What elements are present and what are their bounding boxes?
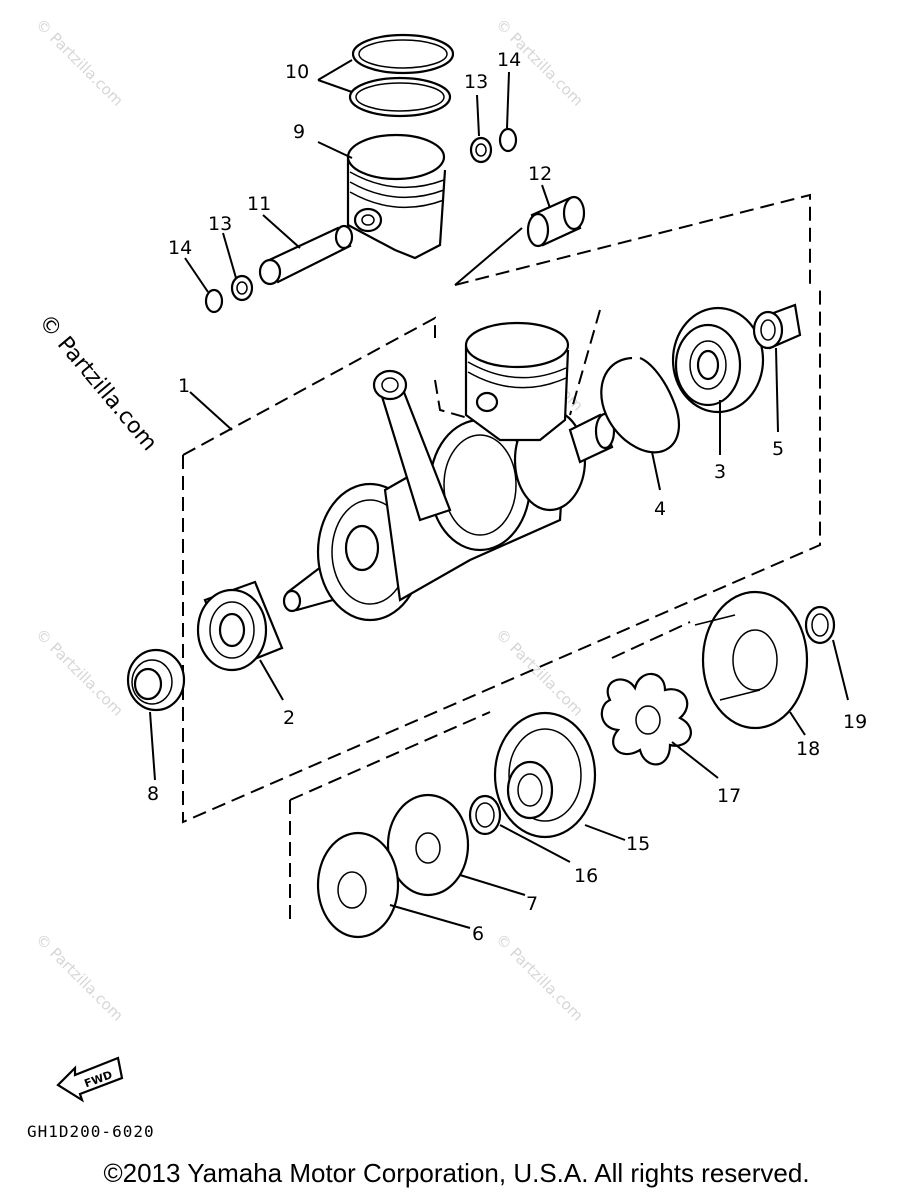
circlip-4 [600,356,681,454]
callout-18: 18 [796,738,820,760]
piston-pin [258,224,354,286]
watermark: © Partzilla.com [492,625,587,720]
group-outlines [182,193,821,925]
callout-13b: 13 [464,71,488,93]
callout-16: 16 [574,865,598,887]
piston-rings [348,33,455,118]
callout-9: 9 [293,121,305,143]
bearing-2 [196,580,284,672]
callout-numbers: 10 9 11 13 14 13 14 12 1 4 3 5 2 8 19 18… [147,49,867,945]
copyright-notice: ©2013 Yamaha Motor Corporation, U.S.A. A… [103,1158,810,1188]
callout-2: 2 [283,707,295,729]
diagram-code: GH1D200-6020 [27,1122,155,1141]
needle-bearing [526,195,586,248]
fwd-arrow: FWD [56,1056,124,1103]
callout-5: 5 [772,438,784,460]
callout-10: 10 [285,61,309,83]
callout-17: 17 [717,785,741,807]
callout-7: 7 [526,893,538,915]
leader-lines [149,59,849,929]
watermark-dark: © Partzilla.com [33,310,161,456]
bushing-5 [752,303,802,350]
callout-13a: 13 [208,213,232,235]
watermark: © Partzilla.com [32,15,127,110]
bearing-3 [671,306,765,414]
callout-11: 11 [247,193,271,215]
callout-6: 6 [472,923,484,945]
callout-19: 19 [843,711,867,733]
callout-4: 4 [654,498,666,520]
piston [346,133,447,260]
crankshaft-assembly [282,321,616,622]
callout-3: 3 [714,461,726,483]
callout-12: 12 [528,163,552,185]
coupling-parts [316,590,836,939]
callout-15: 15 [626,833,650,855]
callout-14a: 14 [168,237,192,259]
callout-14b: 14 [497,49,521,71]
callout-8: 8 [147,783,159,805]
watermark: © Partzilla.com [32,930,127,1025]
circlips [204,127,518,314]
oil-seal-8 [126,648,186,712]
watermark: © Partzilla.com [32,625,127,720]
watermark: © Partzilla.com [492,930,587,1025]
callout-1: 1 [178,375,190,397]
